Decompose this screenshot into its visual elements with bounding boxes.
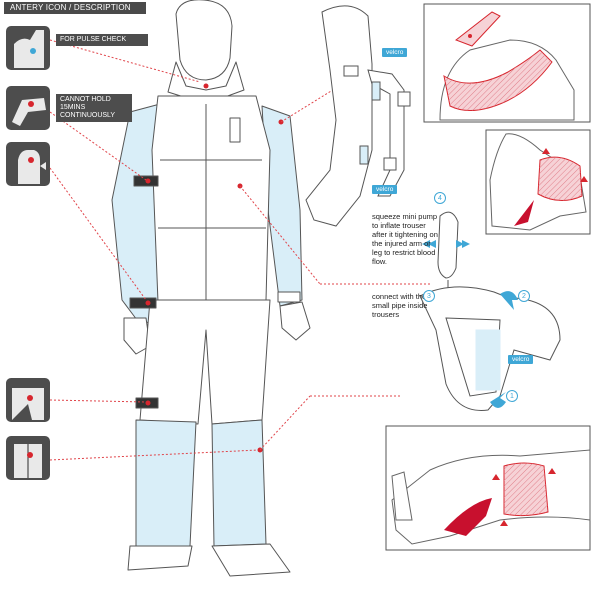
velcro-label-trouser: velcro: [508, 355, 534, 364]
label-pulse-check: FOR PULSE CHECK: [56, 34, 148, 46]
leg-cuff-panel: [385, 425, 591, 551]
pump-arrows: [422, 240, 518, 408]
leader-lines: [49, 39, 432, 461]
icon-wrist-hand: [6, 142, 50, 186]
velcro-label-sleeve-bottom: velcro: [372, 185, 398, 194]
header-title: ANTERY ICON / DESCRIPTION: [4, 2, 146, 14]
icon-knee-leg: [6, 436, 50, 480]
arm-cuff-panel: [485, 129, 591, 235]
step-number-3: 3: [423, 290, 435, 302]
note-squeeze-pump: squeeze mini pump to inflate trouser aft…: [372, 212, 438, 266]
pump-detail: [419, 211, 561, 411]
label-cannot-hold: CANNOT HOLD 15MINS CONTINUOUSLY: [56, 94, 132, 122]
step-number-1: 1: [506, 390, 518, 402]
step-number-2: 2: [518, 290, 530, 302]
sleeve-detail: [305, 5, 411, 227]
step-number-4: 4: [434, 192, 446, 204]
sling-panel: [423, 3, 591, 123]
icon-elbow-arm: [6, 86, 50, 130]
main-figure: [111, 0, 311, 577]
velcro-label-sleeve-top: velcro: [382, 48, 408, 57]
icon-neck-pulse: [6, 26, 50, 70]
note-connect-pipe: connect with the small pipe inside trous…: [372, 292, 428, 319]
icon-groin-thigh: [6, 378, 50, 422]
